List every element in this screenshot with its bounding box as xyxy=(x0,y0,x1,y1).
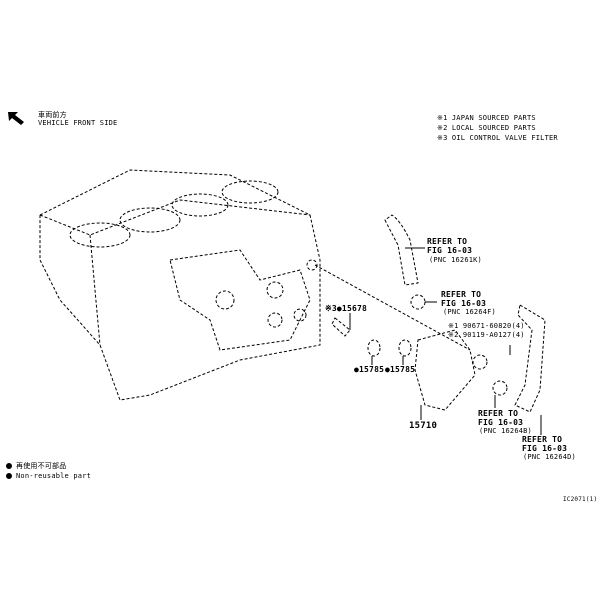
ref4-line3: (PNC 16264D) xyxy=(523,453,576,461)
ref3-line2: FIG 16-03 xyxy=(478,418,524,427)
fitting xyxy=(472,354,488,370)
note-3: ※3 OIL CONTROL VALVE FILTER xyxy=(437,134,558,142)
note-2: ※2 LOCAL SOURCED PARTS xyxy=(437,124,536,132)
ref1-line2: FIG 16-03 xyxy=(427,246,473,255)
part-15710-label: 15710 xyxy=(409,421,438,431)
oil-cooler-15710 xyxy=(414,329,476,411)
engine-block-drawing xyxy=(39,169,321,401)
ref1-line3: (PNC 16261K) xyxy=(429,256,482,264)
ref2-line2: FIG 16-03 xyxy=(441,299,487,308)
part-15678-label: ※3●15678 xyxy=(325,304,368,313)
ref1-line1: REFER TO xyxy=(427,237,468,246)
legend-jp: 再使用不可部品 xyxy=(16,462,67,470)
filled-dot-icon xyxy=(6,473,12,479)
ref4-line2: FIG 16-03 xyxy=(522,444,568,453)
bolt1-label: ※1 90671-60820(4) xyxy=(448,322,525,330)
hose-lower xyxy=(514,304,546,413)
alignment-line xyxy=(314,264,471,351)
bolt2-label: ※2 90119-A0127(4) xyxy=(448,331,525,339)
part-15785-label-a: ●15785 xyxy=(354,365,385,374)
ref2-line1: REFER TO xyxy=(441,290,482,299)
ref4-line1: REFER TO xyxy=(522,435,563,444)
leader-lines xyxy=(349,247,542,435)
hose-upper xyxy=(384,214,419,286)
ref3-line3: (PNC 16264B) xyxy=(479,427,532,435)
figure-id: IC2071(1) xyxy=(563,496,598,503)
note-1: ※1 JAPAN SOURCED PARTS xyxy=(437,114,536,122)
legend-en: Non-reusable part xyxy=(16,472,92,480)
ref3-line1: REFER TO xyxy=(478,409,519,418)
bolt-15678 xyxy=(331,317,351,337)
hose-clamp xyxy=(492,380,508,396)
filled-dot-icon xyxy=(6,463,12,469)
gasket-15785-a xyxy=(367,339,381,357)
direction-label-jp: 車両前方 xyxy=(38,111,67,119)
direction-label-en: VEHICLE FRONT SIDE xyxy=(38,119,118,127)
gasket-15785-b xyxy=(398,339,412,357)
union-fitting xyxy=(410,294,426,310)
arrow-up-left-icon xyxy=(8,112,24,125)
part-15785-label-b: ●15785 xyxy=(385,365,416,374)
ref2-line3: (PNC 16264F) xyxy=(443,308,496,316)
